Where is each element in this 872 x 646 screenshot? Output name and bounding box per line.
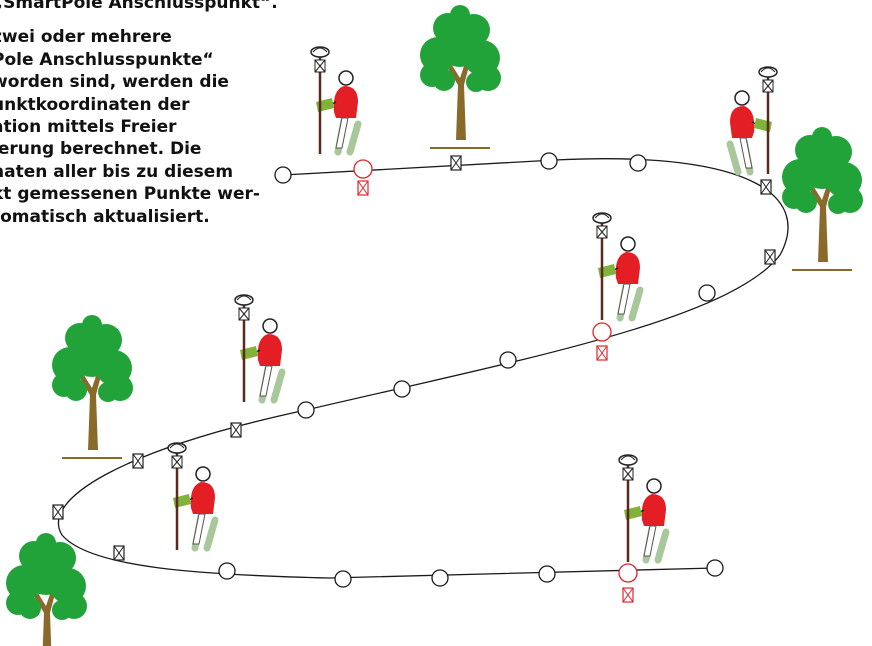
circle-point-icon xyxy=(393,380,411,398)
caption-line: tomatisch aktualisiert. xyxy=(0,206,210,227)
caption-heading: „SmartPole Anschlusspunkt“. xyxy=(0,0,278,13)
station-marker-icon xyxy=(113,545,125,561)
caption-line: naten aller bis zu diesem xyxy=(0,161,234,182)
red-circle-tie-point-icon xyxy=(592,322,612,342)
circle-point-icon xyxy=(540,152,558,170)
tree-icon xyxy=(51,314,134,459)
circle-point-icon xyxy=(629,154,647,172)
survey-path xyxy=(57,158,789,579)
circle-point-icon xyxy=(698,284,716,302)
caption-line: ierung berechnet. Die xyxy=(0,139,202,160)
station-marker-icon xyxy=(764,249,776,265)
caption-line: Pole Anschlusspunkte“ xyxy=(0,49,214,70)
station-marker-icon xyxy=(230,422,242,438)
station-marker-icon xyxy=(52,504,64,520)
caption-line: zwei oder mehrere xyxy=(0,27,172,48)
tree-icon xyxy=(419,4,502,149)
red-station-marker-icon xyxy=(596,345,608,361)
red-station-marker-icon xyxy=(357,180,369,196)
circle-point-icon xyxy=(431,569,449,587)
circle-point-icon xyxy=(218,562,236,580)
red-circle-tie-point-icon xyxy=(618,563,638,583)
red-circle-tie-point-icon xyxy=(353,159,373,179)
station-marker-icon xyxy=(132,453,144,469)
tree-icon xyxy=(5,532,88,646)
surveyor-icon xyxy=(235,295,282,402)
surveyor-icon xyxy=(730,67,777,174)
surveyor-icon xyxy=(311,47,358,154)
caption-line: unktkoordinaten der xyxy=(0,94,190,115)
circle-point-icon xyxy=(706,559,724,577)
surveyor-icon xyxy=(168,443,215,550)
circle-point-icon xyxy=(297,401,315,419)
circle-point-icon xyxy=(538,565,556,583)
surveyor-icon xyxy=(593,213,640,320)
station-marker-icon xyxy=(760,179,772,195)
caption-line: kt gemessenen Punkte wer- xyxy=(0,184,260,205)
tree-icon xyxy=(781,126,864,271)
surveyor-icon xyxy=(619,455,666,562)
red-station-marker-icon xyxy=(622,587,634,603)
circle-point-icon xyxy=(334,570,352,588)
station-marker-icon xyxy=(450,155,462,171)
caption-line: ation mittels Freier xyxy=(0,116,177,137)
circle-point-icon xyxy=(499,351,517,369)
caption-text: „SmartPole Anschlusspunkt“. zwei oder me… xyxy=(0,0,352,228)
circle-point-icon xyxy=(274,166,292,184)
caption-line: worden sind, werden die xyxy=(0,72,229,93)
